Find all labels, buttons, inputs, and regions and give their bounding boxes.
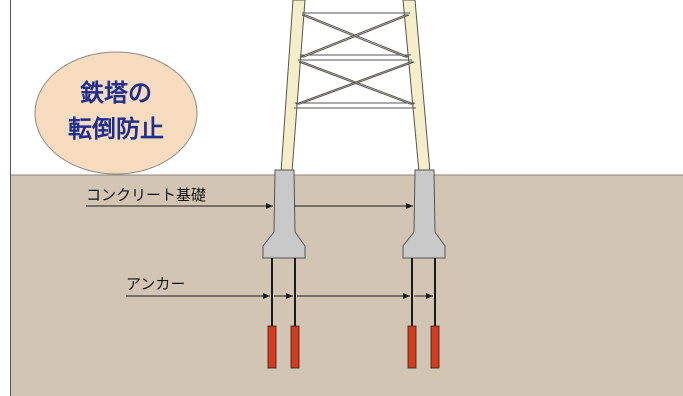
badge-line-2: 転倒防止 [68,115,164,143]
title-badge [34,51,198,175]
badge-line-1: 鉄塔の [80,79,152,107]
tower-bracing [294,12,416,109]
concrete-foundation-label: コンクリート基礎 [86,186,206,204]
anchor-rods [271,258,436,326]
anchor-label: アンカー [126,275,185,293]
concrete-foundation-right [402,169,446,259]
ground-area [10,175,683,396]
concrete-foundation-left [262,169,306,259]
anchor-tips [267,325,440,369]
